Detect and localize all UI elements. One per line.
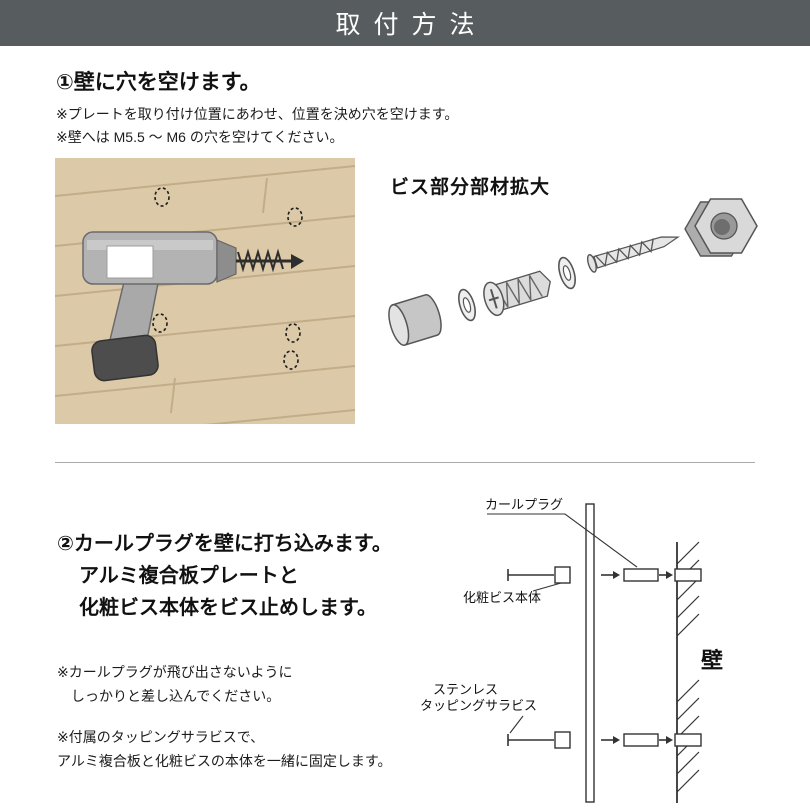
screw-body-glyph-top xyxy=(554,566,571,584)
curl-plug-label: カールプラグ xyxy=(485,497,563,512)
leader-lines xyxy=(487,513,638,734)
washer-part-1 xyxy=(458,288,476,322)
tapping-screw-label-line2: タッピングサラビス xyxy=(420,698,537,713)
screw-side-glyph-top xyxy=(507,569,554,581)
step2-note2-line1: ※付属のタッピングサラビスで、 xyxy=(57,729,265,745)
drill-wall-illustration xyxy=(55,158,355,424)
curl-plug-glyph xyxy=(623,568,659,582)
screw-body-leader xyxy=(532,582,562,592)
screw-body-label: 化粧ビス本体 xyxy=(463,590,541,605)
step2-heading-line2: アルミ複合板プレートと xyxy=(79,565,299,587)
step1-note-1: ※プレートを取り付け位置にあわせ、位置を決め穴を空けます。 xyxy=(56,106,459,122)
tapping-screw-part xyxy=(586,236,680,273)
step2-note1-line2: しっかりと差し込んでください。 xyxy=(71,688,281,704)
machine-screw-part xyxy=(483,270,551,317)
wall-installation-diagram: カールプラグ 化粧ビス本体 ステンレス タッピングサラビス 壁 xyxy=(420,497,723,803)
section-divider xyxy=(55,462,755,463)
washer-part-2 xyxy=(558,256,576,290)
plate-cross-section xyxy=(585,503,595,803)
arrow-right-icon xyxy=(659,571,673,579)
drill-icon xyxy=(82,231,304,382)
curl-plug-leader xyxy=(487,513,638,568)
wall-label: 壁 xyxy=(701,648,723,673)
arrow-right-icon xyxy=(601,736,620,744)
step2-heading-line3: 化粧ビス本体をビス止めします。 xyxy=(79,597,377,619)
step2-note2-line2: アルミ複合板と化粧ビスの本体を一緒に固定します。 xyxy=(57,753,392,769)
screw-parts-exploded-illustration xyxy=(388,198,758,346)
screw-body-glyph-bottom xyxy=(554,731,571,749)
screw-side-glyph-bottom xyxy=(507,734,554,746)
tapping-screw-label-line1: ステンレス xyxy=(433,682,498,697)
step1-note-2: ※壁へは M5.5 ～ M6 の穴を空けてください。 xyxy=(56,129,344,145)
drill-bit-screw xyxy=(236,248,304,273)
curl-plug-in-wall-glyph xyxy=(674,568,702,582)
step2-note1-line1: ※カールプラグが飛び出さないように xyxy=(57,664,293,680)
header-bar: 取付方法 xyxy=(0,0,810,46)
install-row-tapping-screw xyxy=(507,731,702,749)
page-title: 取付方法 xyxy=(335,11,488,39)
arrow-right-icon xyxy=(601,571,620,579)
hex-nut-part xyxy=(684,198,758,257)
decorative-cap-part xyxy=(388,294,442,346)
hole-position-marks xyxy=(152,187,303,370)
step1-heading: ①壁に穴を空けます。 xyxy=(56,71,261,94)
step2-heading-line1: ②カールプラグを壁に打ち込みます。 xyxy=(57,533,392,555)
tapping-screw-leader xyxy=(509,715,524,734)
plug-in-wall-glyph-bottom xyxy=(674,733,702,747)
curl-plug-glyph-bottom xyxy=(623,733,659,747)
arrow-right-icon xyxy=(659,736,673,744)
install-row-curl-plug xyxy=(507,566,702,584)
parts-diagram-title: ビス部分部材拡大 xyxy=(390,177,551,198)
